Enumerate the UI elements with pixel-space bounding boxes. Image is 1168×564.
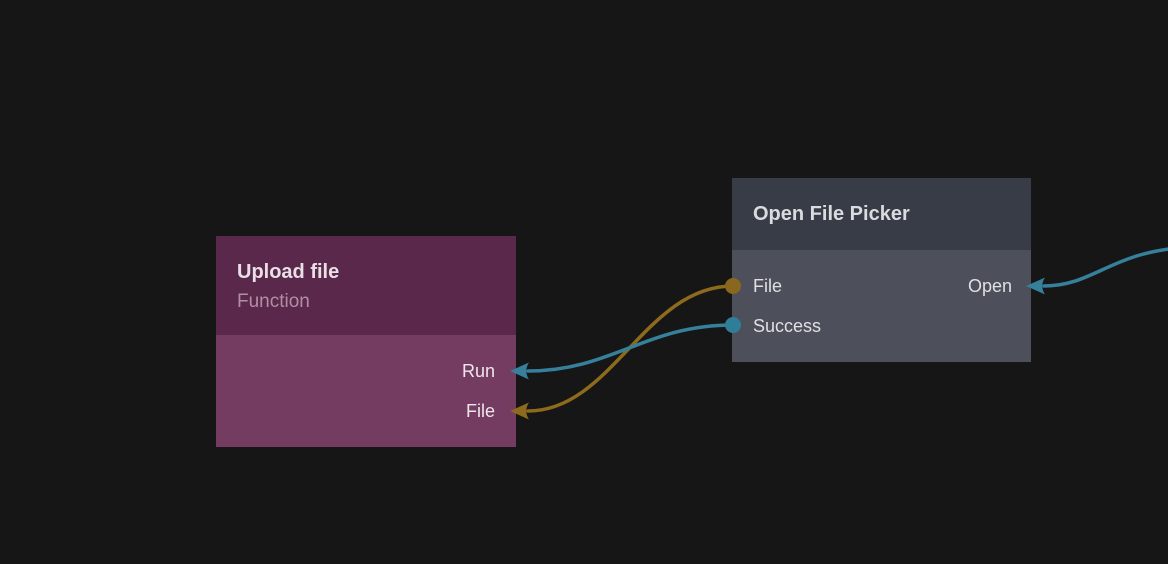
port-file-label: File (465, 400, 495, 421)
node-open-file-picker-body: File Open Success (732, 250, 1031, 362)
edge-open-from-right[interactable] (1042, 247, 1168, 288)
node-upload-file-header[interactable]: Upload file Function (216, 236, 516, 335)
port-file-input[interactable]: File (237, 391, 495, 431)
port-file-output-label[interactable]: File (753, 275, 783, 296)
port-run-label: Run (461, 360, 495, 381)
node-subtitle: Function (237, 291, 310, 312)
port-open-input-label[interactable]: Open (967, 275, 1012, 296)
port-run-input[interactable]: Run (237, 351, 495, 391)
edge-success-to-run[interactable] (526, 323, 735, 373)
node-title: Upload file (237, 261, 340, 283)
node-upload-file-body: Run File (216, 335, 516, 447)
node-title: Open File Picker (753, 202, 910, 225)
edge-file-to-file[interactable] (526, 284, 735, 413)
port-success-output-label[interactable]: Success (753, 315, 822, 336)
node-upload-file[interactable]: Upload file Function Run File (216, 236, 516, 447)
node-open-file-picker-header[interactable]: Open File Picker (732, 178, 1031, 250)
node-open-file-picker[interactable]: Open File Picker File Open Success (732, 178, 1031, 362)
